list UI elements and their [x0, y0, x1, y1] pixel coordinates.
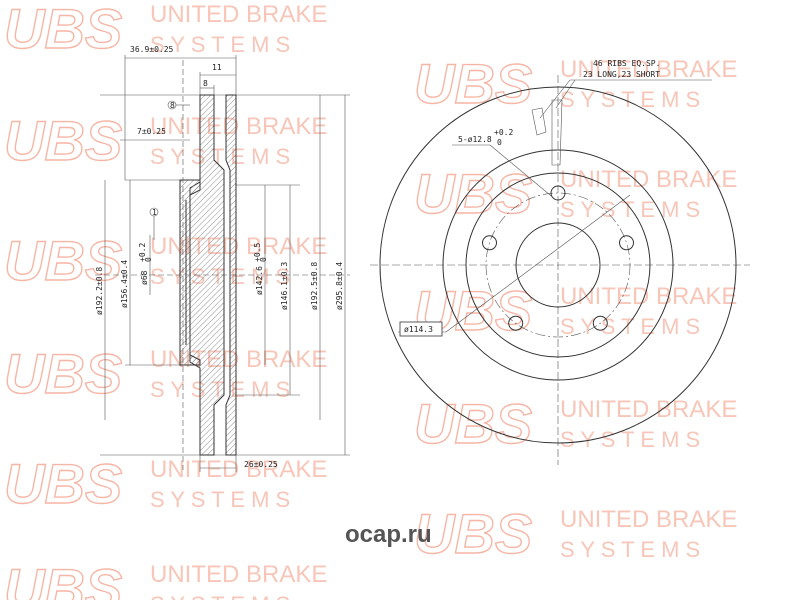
- hat-edge: [465, 172, 651, 358]
- friction-inner-edge: [442, 149, 674, 381]
- watermark-tile: UBS UNITED BRAKE S Y S T E M S: [3, 108, 327, 172]
- bolt-hole: [592, 315, 608, 331]
- watermark-line1: UNITED BRAKE: [150, 456, 327, 483]
- marker-8: 8: [170, 101, 175, 110]
- pcd-label-box: [399, 321, 443, 337]
- dim-d142-6: ø142.6: [255, 266, 264, 295]
- watermark-logo: UBS: [414, 392, 532, 455]
- watermark-line2: S Y S T E M S: [150, 144, 290, 169]
- bolt-hole: [482, 235, 497, 251]
- dim-d192-2: ø192.2±0.8: [95, 267, 104, 315]
- watermark-line2: S Y S T E M S: [560, 537, 700, 562]
- dim-top-width: 36.9±0.25: [130, 45, 174, 54]
- watermark-line2: S Y S T E M S: [560, 314, 700, 339]
- watermark-tile: UBS UNITED BRAKE S Y S T E M S: [3, 556, 327, 600]
- watermark-line2: S Y S T E M S: [560, 427, 700, 452]
- watermark-tile: UBS UNITED BRAKE S Y S T E M S: [413, 501, 737, 565]
- watermark-logo: UBS: [4, 342, 122, 405]
- watermark-tile: UBS UNITED BRAKE S Y S T E M S: [3, 451, 327, 515]
- watermark-logo: UBS: [414, 52, 532, 115]
- watermark-line2: S Y S T E M S: [150, 592, 290, 600]
- marker-1: 1: [152, 208, 157, 217]
- watermark-line1: UNITED BRAKE: [560, 396, 737, 423]
- watermark-tile: UBS UNITED BRAKE S Y S T E M S: [3, 0, 327, 61]
- watermark-logo: UBS: [4, 452, 122, 515]
- watermark-line1: UNITED BRAKE: [150, 346, 327, 373]
- bolt-holes: [482, 185, 634, 331]
- holes-tol-low: 0: [497, 138, 502, 147]
- watermark-line2: S Y S T E M S: [560, 197, 700, 222]
- watermark-tile: UBS UNITED BRAKE S Y S T E M S: [413, 161, 737, 225]
- watermark-line1: UNITED BRAKE: [560, 283, 737, 310]
- dim-d295-8: ø295.8±0.4: [335, 262, 344, 310]
- watermark-logo: UBS: [4, 0, 122, 60]
- disc-outer-edge: [379, 86, 737, 444]
- watermark-tile: UBS UNITED BRAKE S Y S T E M S: [413, 51, 737, 115]
- pcd-circle: [485, 192, 631, 338]
- dim-d68-tol: +0.2: [138, 243, 147, 262]
- dim-d68-tol-low: 0: [144, 257, 153, 262]
- bolt-hole: [619, 235, 634, 251]
- watermark-logo: UBS: [4, 109, 122, 172]
- watermark-line2: S Y S T E M S: [150, 487, 290, 512]
- dim-d142-6-tol-low: 0: [259, 257, 268, 262]
- dim-d142-6-tol: +0.5: [253, 243, 262, 262]
- holes-spec: 5-ø12.8: [458, 135, 492, 144]
- watermark-line1: UNITED BRAKE: [560, 56, 737, 83]
- bolt-hole: [550, 185, 566, 201]
- watermark-layer: UBS UNITED BRAKE S Y S T E M S UBS UNITED BR…: [3, 0, 737, 600]
- front-view: 46 RIBS EQ.SP. 23 LONG,23 SHORT 5-ø12.8 …: [370, 59, 750, 465]
- dim-11: 11: [212, 63, 222, 72]
- dim-8: 8: [203, 79, 208, 88]
- dim-d156-4: ø156.4±0.4: [120, 260, 129, 308]
- watermark-line1: UNITED BRAKE: [150, 113, 327, 140]
- watermark-line1: UNITED BRAKE: [560, 166, 737, 193]
- dim-7: 7±0.25: [137, 127, 166, 136]
- watermark-line1: UNITED BRAKE: [560, 506, 737, 533]
- ribs-line1: 46 RIBS EQ.SP.: [593, 59, 660, 68]
- center-bore: [515, 222, 601, 308]
- watermark-logo: UBS: [414, 502, 532, 565]
- pcd-label: ø114.3: [404, 325, 433, 334]
- dim-d68: ø68: [140, 270, 149, 285]
- watermark-line1: UNITED BRAKE: [150, 1, 327, 28]
- watermark-logo: UBS: [4, 229, 122, 292]
- watermark-line1: UNITED BRAKE: [150, 233, 327, 260]
- watermark-logo: UBS: [4, 557, 122, 600]
- dim-d146-1: ø146.1±0.3: [280, 262, 289, 310]
- holes-tol: +0.2: [494, 128, 513, 137]
- ribs-line2: 23 LONG,23 SHORT: [583, 70, 660, 79]
- side-view: 36.9±0.25 11 8 7±0.25 26±0.25 8 1 ø192.2…: [95, 45, 350, 472]
- brand-watermark: ocap.ru: [345, 521, 432, 548]
- watermark-line2: S Y S T E M S: [560, 87, 700, 112]
- watermark-line2: S Y S T E M S: [150, 32, 290, 57]
- watermark-tile: UBS UNITED BRAKE S Y S T E M S: [413, 391, 737, 455]
- bolt-hole: [508, 315, 524, 331]
- dim-d192-5: ø192.5±0.8: [310, 262, 319, 310]
- watermark-logo: UBS: [414, 162, 532, 225]
- dim-bottom-width: 26±0.25: [244, 460, 278, 469]
- watermark-line1: UNITED BRAKE: [150, 561, 327, 588]
